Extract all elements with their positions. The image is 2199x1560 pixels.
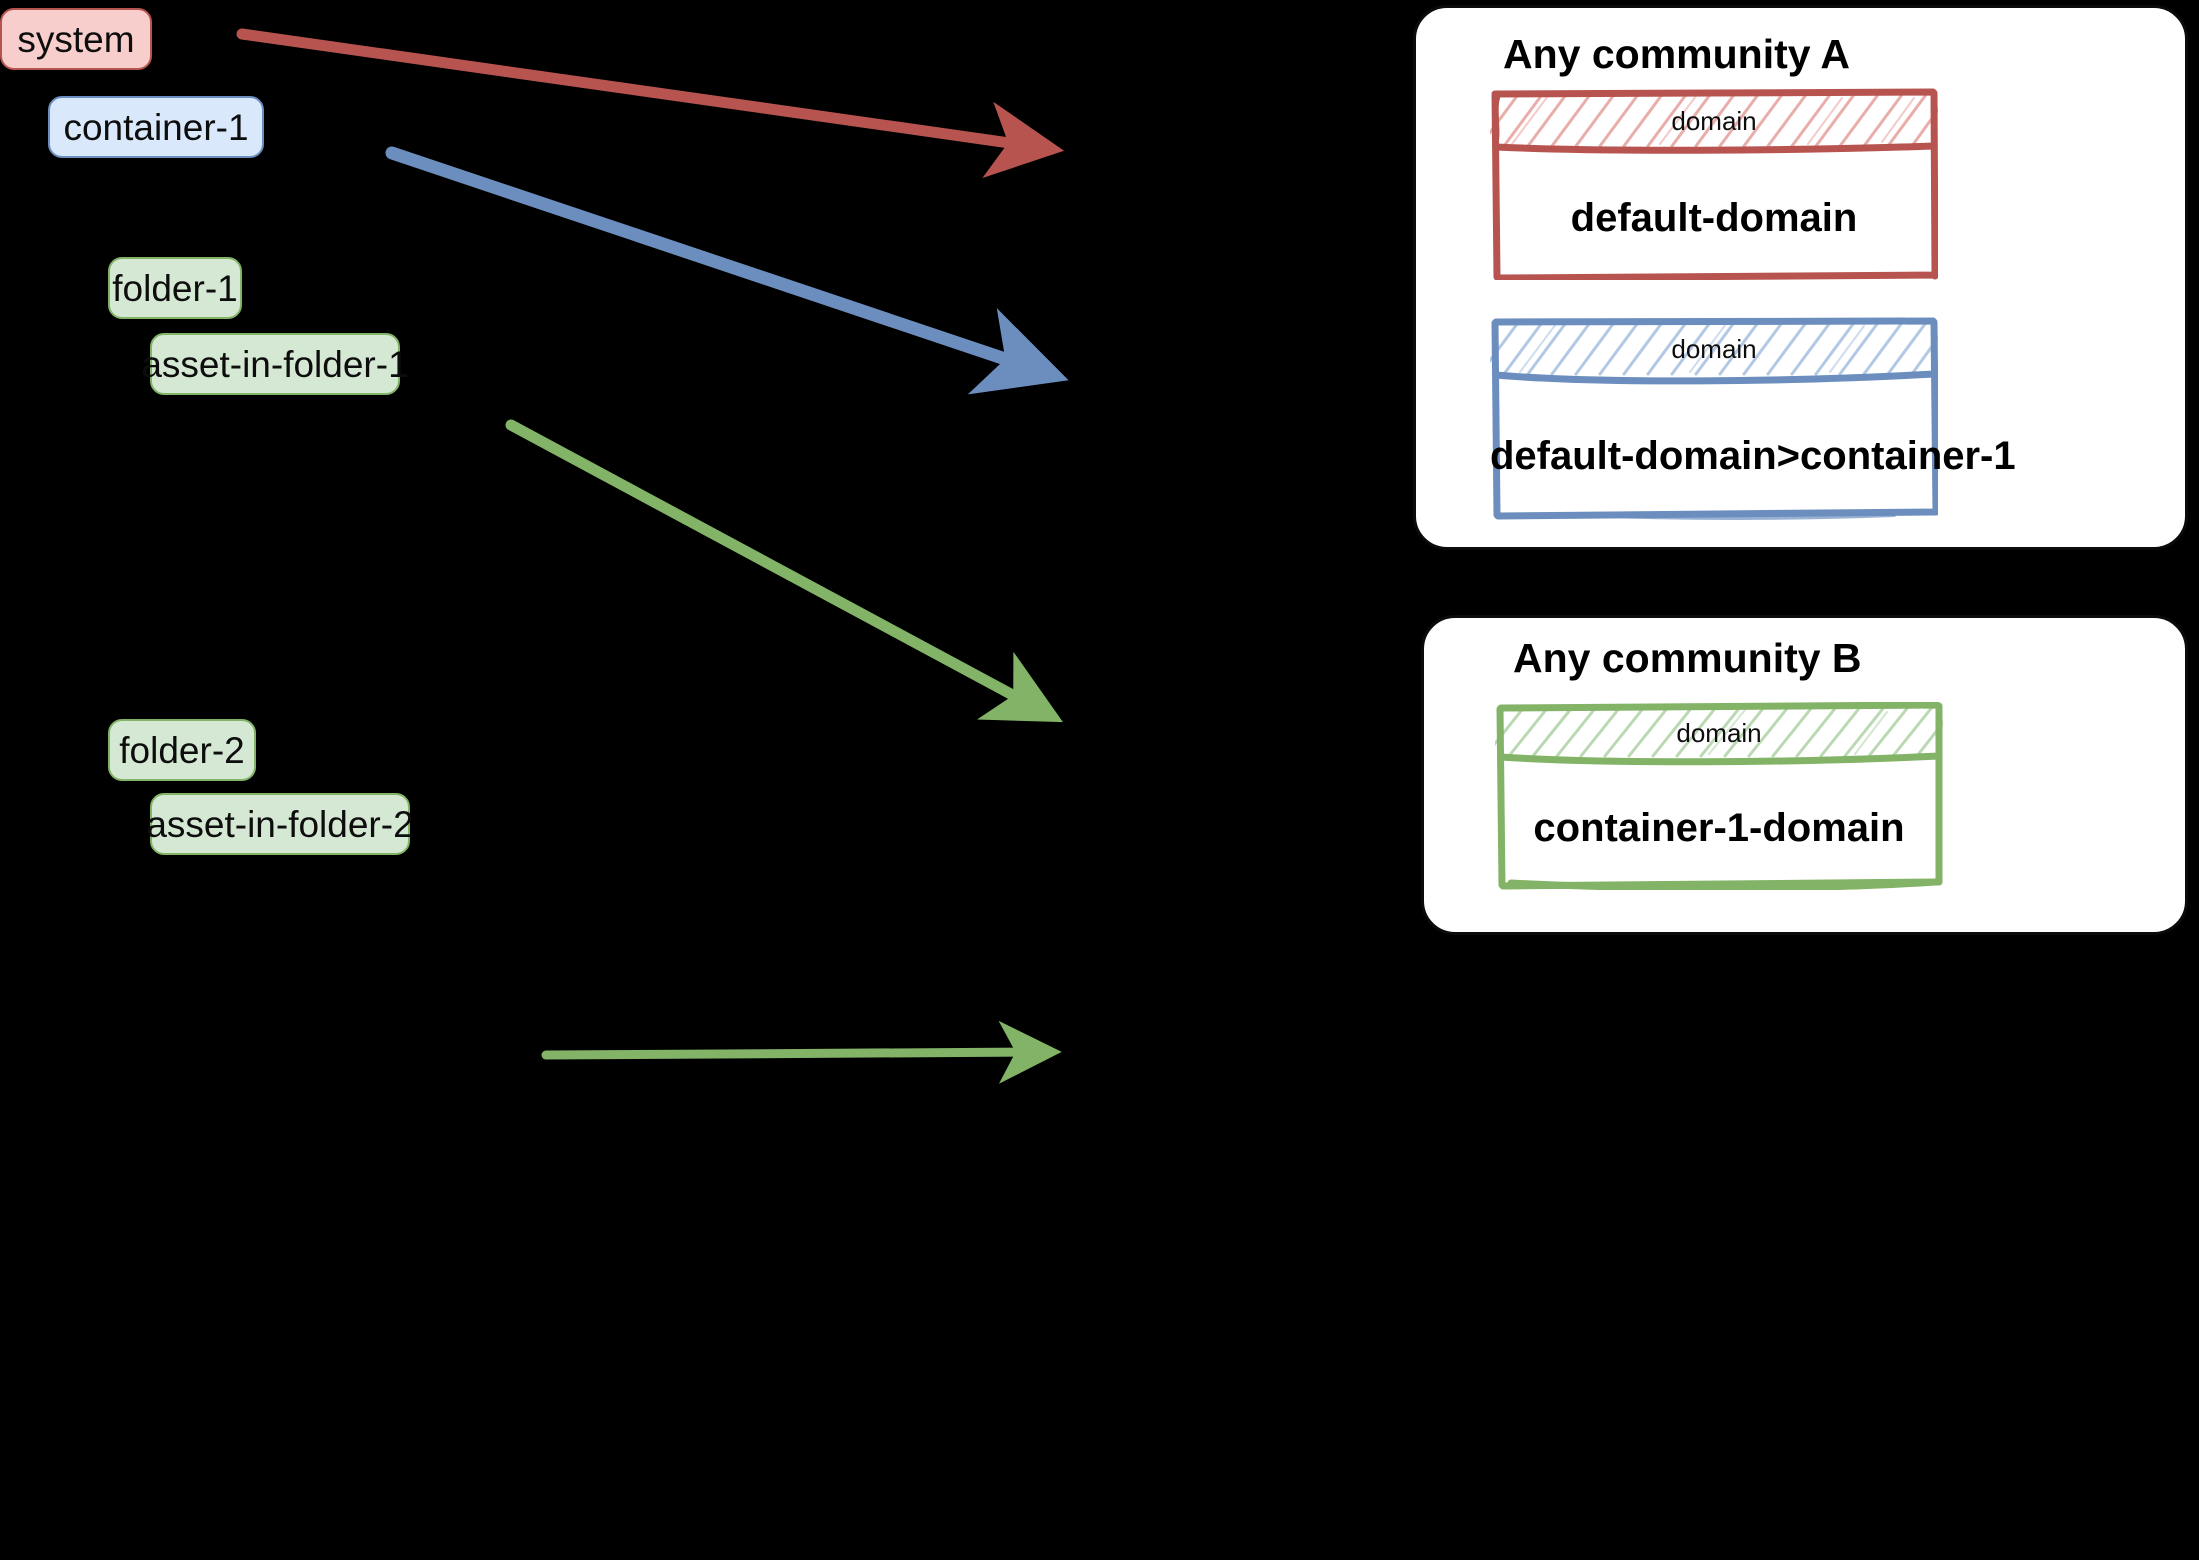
node-folder-2[interactable]: folder-2: [108, 719, 256, 781]
domain-default-domain-container-1-header-label: domain: [1671, 334, 1757, 364]
domain-default-domain[interactable]: domain default-domain: [1490, 88, 1938, 280]
domain-default-domain-container-1[interactable]: domain default-domain>container-1: [1490, 316, 2016, 520]
community-a-title: Any community A: [1503, 31, 1851, 77]
node-container-1[interactable]: container-1: [48, 96, 264, 158]
node-asset-in-folder-1[interactable]: asset-in-folder-1: [141, 333, 409, 395]
domain-container-1-domain-header-label: domain: [1676, 718, 1762, 748]
edge-system-to-default-domain: [236, 28, 1065, 179]
edge-container-1-to-default-domain-container-1: [385, 146, 1069, 395]
domain-container-1-domain-body-label: container-1-domain: [1533, 806, 1905, 850]
node-asset-in-folder-2-label: asset-in-folder-2: [146, 803, 414, 845]
domain-default-domain-container-1-body-label: default-domain>container-1: [1490, 434, 2016, 478]
node-folder-1[interactable]: folder-1: [108, 257, 242, 319]
domain-default-domain-header-label: domain: [1671, 106, 1757, 136]
edge-folder-2-to-container-1-domain: [541, 1020, 1062, 1084]
node-asset-in-folder-2[interactable]: asset-in-folder-2: [146, 793, 414, 855]
domain-container-1-domain[interactable]: domain container-1-domain: [1495, 702, 1943, 890]
node-system-label: system: [17, 18, 135, 60]
node-folder-2-label: folder-2: [119, 729, 245, 771]
edge-asset-in-folder-1-to-container-1-domain: [505, 419, 1063, 723]
node-asset-in-folder-1-label: asset-in-folder-1: [141, 343, 409, 385]
node-container-1-label: container-1: [63, 106, 249, 148]
node-system[interactable]: system: [0, 8, 152, 70]
domain-default-domain-body-label: default-domain: [1570, 196, 1858, 240]
community-b-title: Any community B: [1513, 635, 1862, 681]
node-folder-1-label: folder-1: [112, 267, 238, 309]
